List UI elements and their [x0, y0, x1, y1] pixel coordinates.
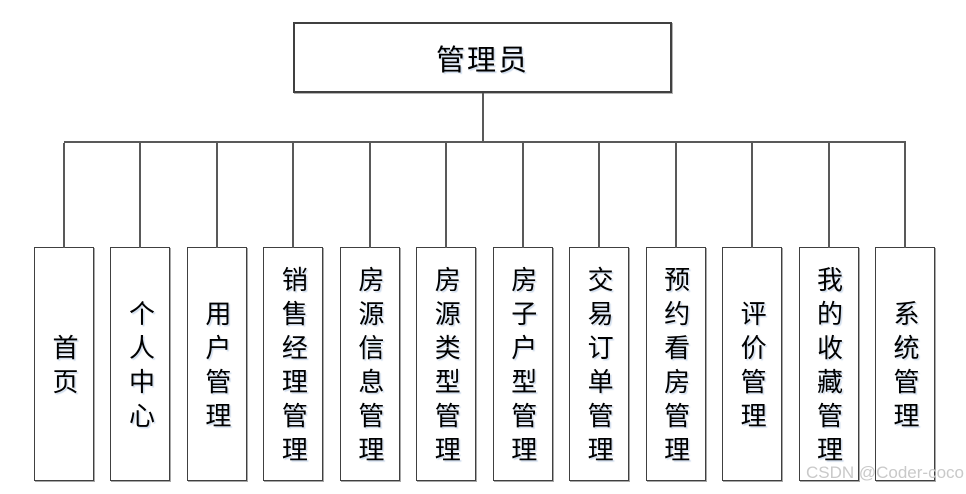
- node-house-layout-management: 房子户型管理: [492, 143, 553, 481]
- node-label: 评价管理: [737, 300, 768, 436]
- node-system-management: 系统管理: [874, 143, 935, 481]
- node-label: 销售经理管理: [278, 266, 309, 470]
- node-housing-info-management: 房源信息管理: [339, 143, 400, 481]
- node-label: 个人中心: [125, 300, 156, 436]
- node-label: 房源信息管理: [354, 266, 385, 470]
- root-node-label: 管理员: [435, 44, 529, 77]
- root-node-admin: 管理员: [293, 22, 672, 93]
- horizontal-bus-line: [64, 141, 906, 143]
- node-home: 首页: [34, 143, 94, 481]
- node-label: 我的收藏管理: [813, 266, 844, 470]
- node-label: 房子户型管理: [507, 266, 538, 470]
- node-label: 预约看房管理: [660, 266, 691, 470]
- node-label: 房源类型管理: [431, 266, 462, 470]
- node-appointment-viewing-management: 预约看房管理: [645, 143, 706, 481]
- node-transaction-order-management: 交易订单管理: [569, 143, 630, 481]
- children-row: 首页 个人中心 用户管理 销售经理管理 房源信息管理 房源类型管理 房子户型管理…: [34, 143, 935, 481]
- node-personal-center: 个人中心: [110, 143, 171, 481]
- node-user-management: 用户管理: [186, 143, 247, 481]
- csdn-watermark: CSDN @Coder-coco: [805, 463, 964, 482]
- node-label: 用户管理: [201, 300, 232, 436]
- root-connector-line: [482, 93, 484, 142]
- node-review-management: 评价管理: [722, 143, 783, 481]
- node-label: 系统管理: [889, 300, 920, 436]
- node-label: 首页: [49, 334, 79, 402]
- node-housing-type-management: 房源类型管理: [416, 143, 477, 481]
- node-my-favorites-management: 我的收藏管理: [798, 143, 859, 481]
- node-label: 交易订单管理: [584, 266, 615, 470]
- node-sales-manager-management: 销售经理管理: [263, 143, 324, 481]
